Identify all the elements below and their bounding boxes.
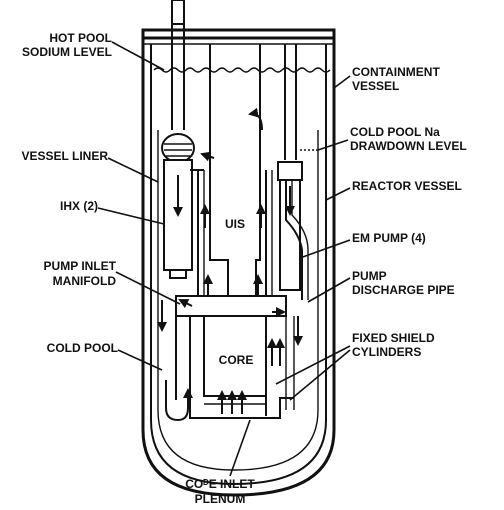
leader-ihx [97, 207, 165, 225]
uis-body [209, 110, 261, 297]
leader-fixed-shield-2 [289, 349, 351, 401]
hot-pool-sodium-level [153, 67, 331, 73]
leader-pump-inlet [115, 271, 181, 305]
leader-vessel-liner [107, 157, 159, 183]
leader-cold-pool [117, 349, 163, 371]
ihx-bottom [169, 270, 187, 279]
label-core-inlet-line1: COᴰE INLET [185, 477, 255, 491]
vessel-liner-outline [157, 130, 319, 471]
em-pump-head [277, 161, 303, 181]
core-body [203, 315, 267, 397]
pump-inlet-manifold-body [175, 295, 287, 317]
label-cold-pool-na-line2: DRAWDOWN LEVEL [350, 139, 467, 153]
label-vessel-liner: VESSEL LINER [22, 149, 109, 163]
flow-arrow-ihx-inlet [200, 151, 215, 162]
leader-reactor-vessel [325, 187, 351, 201]
uis-label: UIS [225, 217, 245, 231]
reactor-vessel-outline [150, 44, 327, 486]
label-core-inlet-line2: PLENUM [195, 492, 246, 506]
label-containment-line1: CONTAINMENT [352, 65, 440, 79]
label-hot-pool-line1: HOT POOL [49, 31, 112, 45]
label-containment-line2: VESSEL [352, 79, 399, 93]
label-pump-inlet-line1: PUMP INLET [44, 259, 117, 273]
core-label: CORE [219, 353, 254, 367]
flow-arrow-top [248, 107, 263, 131]
top-rod [171, 0, 185, 25]
label-ihx: IHX (2) [60, 199, 98, 213]
flow-arrow-manifold-left [178, 299, 193, 309]
label-fixed-shield-line1: FIXED SHIELD [352, 331, 435, 345]
label-hot-pool-line2: SODIUM LEVEL [22, 45, 112, 59]
pump-discharge-pipe-path [285, 180, 303, 300]
leader-em-pump [299, 239, 351, 259]
label-reactor-vessel: REACTOR VESSEL [352, 179, 462, 193]
leader-hot-pool [111, 41, 165, 71]
label-pump-inlet-line2: MANIFOLD [53, 274, 117, 288]
containment-vessel-outline [141, 28, 336, 497]
leader-cold-pool-na [317, 139, 349, 151]
label-em-pump: EM PUMP (4) [352, 231, 426, 245]
core-inlet-plenum [189, 316, 294, 419]
ihx-head [161, 133, 195, 163]
label-cold-pool-na-line1: COLD POOL Na [350, 125, 440, 139]
leader-pump-discharge [307, 277, 351, 303]
flow-arrow-cold-uturn [165, 380, 193, 422]
leader-containment [333, 75, 351, 89]
label-cold-pool: COLD POOL [47, 341, 118, 355]
leader-fixed-shield-1 [275, 345, 351, 385]
leader-core-inlet [229, 419, 251, 477]
label-fixed-shield-line2: CYLINDERS [352, 345, 421, 359]
label-pump-discharge-line1: PUMP [352, 269, 387, 283]
label-pump-discharge-line2: DISCHARGE PIPE [352, 283, 455, 297]
